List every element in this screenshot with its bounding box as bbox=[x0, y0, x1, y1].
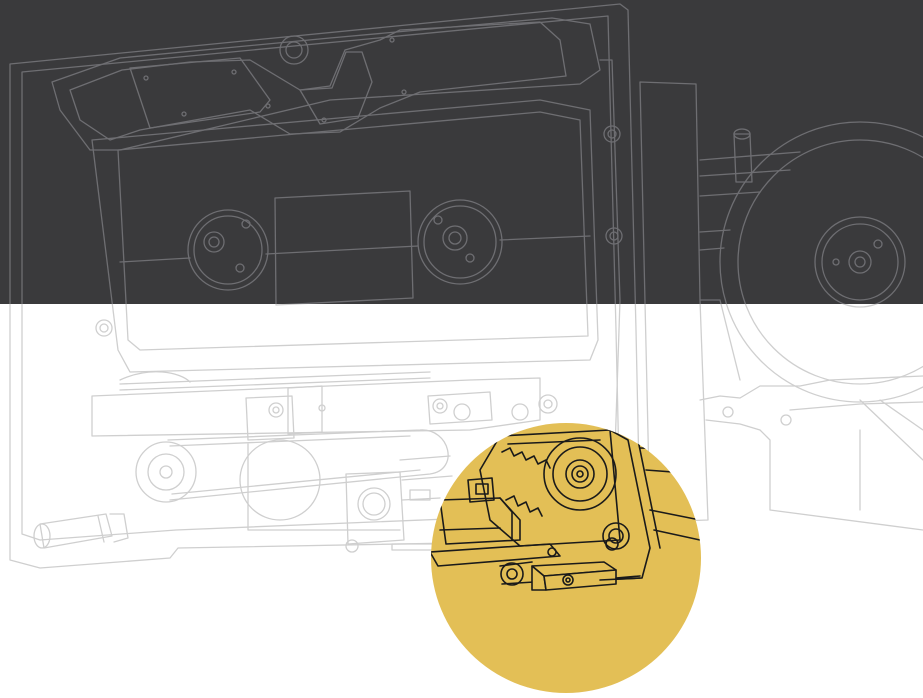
highlight-circle bbox=[431, 423, 701, 693]
top-dark-band bbox=[0, 0, 923, 304]
highlighted-printhead-assembly bbox=[431, 429, 701, 591]
